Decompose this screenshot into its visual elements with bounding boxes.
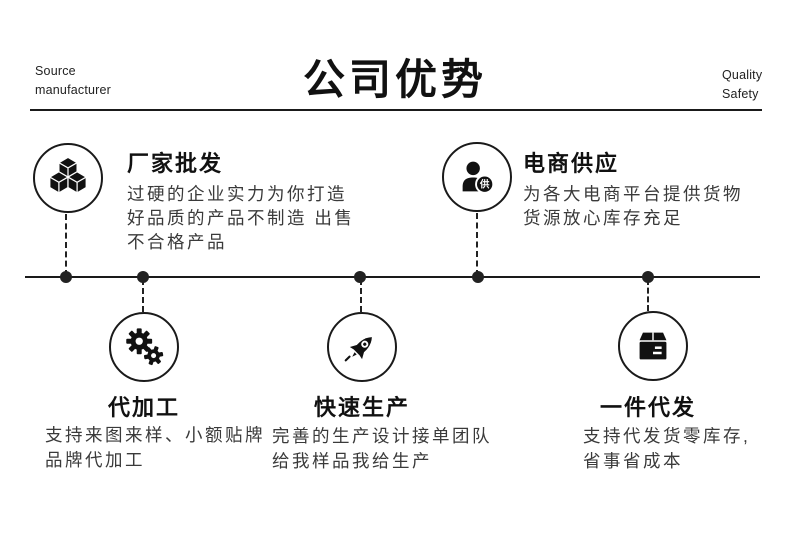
cubes-icon xyxy=(49,156,87,194)
item-line: 货源放心库存充足 xyxy=(523,208,683,228)
box-icon xyxy=(639,332,667,360)
item-line: 省事省成本 xyxy=(583,451,683,471)
header-right-label: Quality Safety xyxy=(722,66,762,104)
item-ecommerce-supply: 电商供应 为各大电商平台提供货物 货源放心库存充足 xyxy=(523,150,743,230)
timeline-dot-1 xyxy=(60,271,72,283)
item-line: 支持来图来样、小额贴牌 xyxy=(45,425,265,445)
connector-ecommerce-supply xyxy=(476,213,478,276)
header-right-line1: Quality xyxy=(722,68,763,82)
item-fast-production-body: 完善的生产设计接单团队 给我样品我给生产 xyxy=(272,424,492,474)
header-divider xyxy=(30,109,762,111)
item-dropshipping-body: 支持代发货零库存, 省事省成本 xyxy=(583,424,750,474)
header-left-label: Source manufacturer xyxy=(35,62,111,100)
timeline-dot-4 xyxy=(472,271,484,283)
factory-wholesale-circle xyxy=(33,143,103,213)
dropshipping-circle xyxy=(618,311,688,381)
item-factory-wholesale: 厂家批发 过硬的企业实力为你打造 好品质的产品不制造 出售 不合格产品 xyxy=(127,150,354,254)
item-line: 不合格产品 xyxy=(127,232,227,252)
person-supply-icon: 供 xyxy=(462,161,495,194)
timeline-dot-5 xyxy=(642,271,654,283)
item-line: 完善的生产设计接单团队 xyxy=(272,426,492,446)
item-title-dropshipping: 一件代发 xyxy=(599,395,696,420)
item-title-fast-production: 快速生产 xyxy=(313,395,410,420)
connector-oem-processing xyxy=(142,279,144,312)
timeline-dot-2 xyxy=(137,271,149,283)
rocket-icon xyxy=(344,337,372,362)
item-oem-processing-body: 支持来图来样、小额贴牌 品牌代加工 xyxy=(45,423,265,473)
header-left-line2: manufacturer xyxy=(35,83,112,97)
ecommerce-supply-circle: 供 xyxy=(442,142,512,212)
item-title-oem-processing: 代加工 xyxy=(107,395,180,420)
connector-factory-wholesale xyxy=(65,214,67,276)
header-right-line2: Safety xyxy=(722,87,759,101)
fast-production-circle xyxy=(327,312,397,382)
item-line: 给我样品我给生产 xyxy=(272,451,432,471)
connector-dropshipping xyxy=(647,279,649,311)
page-title: 公司优势 xyxy=(302,56,487,103)
oem-processing-circle xyxy=(109,312,179,382)
item-line: 品牌代加工 xyxy=(45,450,145,470)
item-title: 厂家批发 xyxy=(127,151,224,176)
header-left-line1: Source xyxy=(35,64,76,78)
item-line: 为各大电商平台提供货物 xyxy=(523,184,743,204)
item-line: 过硬的企业实力为你打造 xyxy=(127,184,347,204)
item-line: 支持代发货零库存, xyxy=(583,426,751,446)
item-line: 好品质的产品不制造 出售 xyxy=(127,208,355,228)
timeline-line xyxy=(25,276,760,278)
connector-fast-production xyxy=(360,279,362,312)
timeline-dot-3 xyxy=(354,271,366,283)
item-title: 电商供应 xyxy=(523,151,620,176)
supply-badge-text: 供 xyxy=(479,179,490,191)
gears-icon xyxy=(126,328,164,366)
